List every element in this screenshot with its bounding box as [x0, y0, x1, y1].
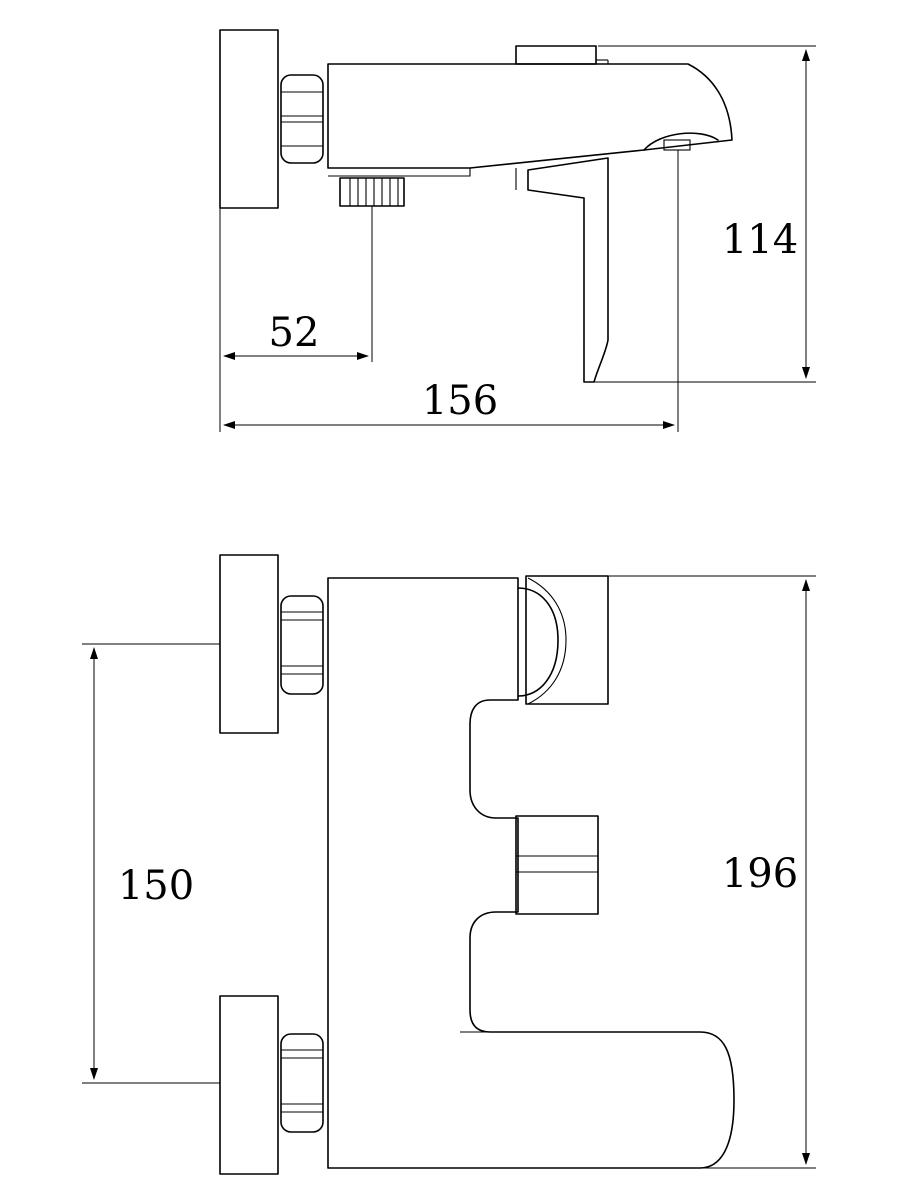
front-body	[327, 577, 735, 1169]
side-body-spout	[327, 63, 733, 169]
dimension-114: 114	[594, 45, 816, 383]
dimension-label-114: 114	[722, 217, 798, 263]
dimension-label-52: 52	[269, 310, 320, 356]
front-lever-block	[515, 815, 599, 915]
dimension-150: 150	[82, 643, 220, 1084]
side-hex-nut	[280, 74, 324, 164]
side-top-cap	[515, 45, 597, 65]
dimension-52: 52	[223, 206, 373, 362]
front-bottom-hex-nut	[280, 1033, 324, 1133]
front-top-flange	[219, 554, 279, 734]
dimension-156: 156	[219, 150, 679, 432]
dimension-label-196: 196	[722, 851, 798, 897]
front-top-cartridge	[517, 575, 609, 705]
dimension-label-156: 156	[422, 378, 498, 424]
side-threaded-outlet	[339, 177, 405, 207]
dimension-196: 196	[608, 575, 816, 1169]
side-wall-flange	[219, 29, 279, 209]
side-aerator	[643, 132, 719, 151]
front-view: 150 196	[82, 554, 816, 1175]
front-bottom-flange	[219, 995, 279, 1175]
dimension-label-150: 150	[118, 863, 194, 909]
side-lever-handle	[527, 157, 609, 383]
side-view: 114 52 156	[219, 29, 816, 432]
front-top-hex-nut	[280, 595, 324, 695]
